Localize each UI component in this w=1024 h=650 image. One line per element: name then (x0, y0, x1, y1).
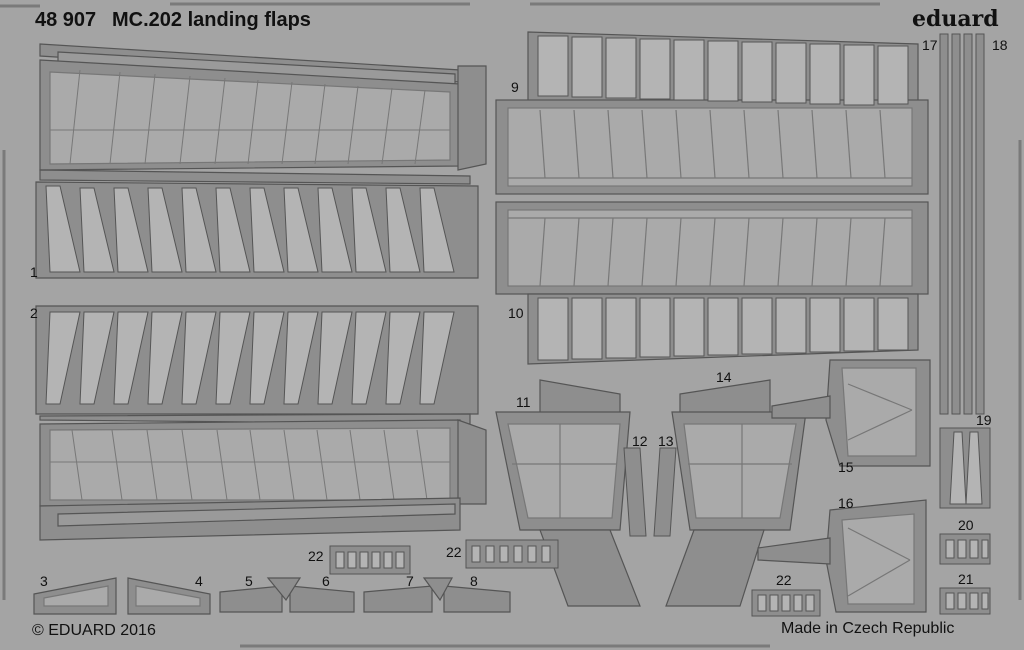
flap-10-ribs (537, 297, 909, 361)
part-label-6: 6 (322, 573, 330, 589)
brand-logo: eduard (912, 6, 999, 32)
part-label-20: 20 (958, 517, 974, 533)
parts-7-8 (363, 577, 511, 613)
part-label-14: 14 (716, 369, 732, 385)
part-19 (939, 427, 991, 509)
part-label-15: 15 (838, 459, 854, 475)
part-21 (939, 587, 991, 615)
part-label-22c: 22 (776, 572, 792, 588)
part-label-12: 12 (632, 433, 648, 449)
part-label-11: 11 (516, 394, 531, 410)
part-label-1: 1 (30, 264, 38, 280)
flap-9-ribs (537, 35, 909, 106)
part-label-8: 8 (470, 573, 478, 589)
part-label-13: 13 (658, 433, 674, 449)
part-label-5: 5 (245, 573, 253, 589)
copyright-text: © EDUARD 2016 (32, 622, 156, 639)
part-label-9: 9 (511, 79, 519, 95)
made-in-text: Made in Czech Republic (781, 620, 955, 637)
part-22-group-b (465, 539, 559, 569)
part-label-22a: 22 (308, 548, 324, 564)
flap-2-ribs (45, 311, 455, 405)
flap-1-ribs (45, 185, 455, 273)
parts-5-6 (219, 577, 355, 613)
part-label-2: 2 (30, 305, 38, 321)
part-label-22b: 22 (446, 544, 462, 560)
part-13 (653, 447, 677, 537)
part-label-21: 21 (958, 571, 974, 587)
part-20 (939, 533, 991, 565)
part-22-group-a (329, 545, 411, 575)
part-12 (623, 447, 647, 537)
part-16 (757, 499, 927, 613)
part-label-10: 10 (508, 305, 524, 321)
part-11 (495, 379, 641, 607)
part-label-16: 16 (838, 495, 854, 511)
part-label-19: 19 (976, 412, 992, 428)
strips-17-18 (939, 33, 985, 415)
parts-3-4 (33, 577, 211, 615)
part-label-3: 3 (40, 573, 48, 589)
part-label-18: 18 (992, 37, 1008, 53)
part-15 (771, 359, 931, 467)
set-code: 48 907 (35, 9, 97, 31)
part-label-4: 4 (195, 573, 203, 589)
part-14 (665, 379, 807, 607)
part-22-group-c (751, 589, 821, 617)
set-title: MC.202 landing flaps (112, 9, 311, 31)
part-label-17: 17 (922, 37, 938, 53)
part-label-7: 7 (406, 573, 414, 589)
